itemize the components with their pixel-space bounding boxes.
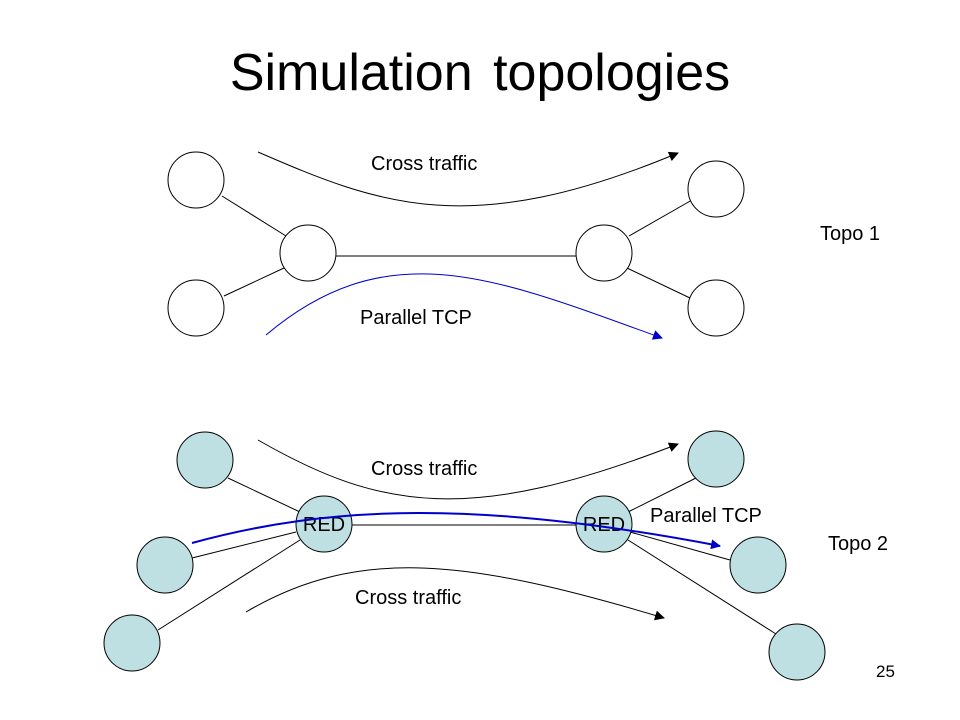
topo2-source-node-top	[176, 431, 234, 489]
topo2-source-node-bottom	[103, 614, 161, 672]
topo2-link-left-middle	[191, 531, 297, 559]
topo2-link-left-bottom	[157, 539, 301, 631]
topo1-source-node-bottom	[167, 279, 225, 337]
topo2-sink-node-top	[687, 430, 745, 488]
topo1-group: Cross traffic Parallel TCP Topo 1	[167, 151, 880, 340]
topo2-red-router-right-label: RED	[583, 514, 625, 536]
topo2-parallel-tcp-label: Parallel TCP	[650, 505, 762, 527]
topo1-sink-node-bottom	[687, 279, 745, 337]
topo2-link-right-middle	[629, 531, 731, 561]
topo1-router-left	[279, 224, 337, 282]
topo1-sink-node-top	[687, 160, 745, 218]
topo2-link-right-top	[627, 477, 697, 513]
topo1-parallel-tcp-label: Parallel TCP	[360, 307, 472, 329]
topo1-link-right-top	[628, 199, 693, 237]
topo2-name-label: Topo 2	[828, 533, 888, 555]
topo1-source-node-top	[167, 151, 225, 209]
topo2-cross-traffic-top-label: Cross traffic	[371, 458, 477, 480]
topo1-link-left-bottom	[223, 267, 285, 297]
topo2-group: RED RED Cross traffic Parallel TCP Cross…	[103, 430, 888, 681]
topo2-link-left-top	[227, 477, 301, 513]
topo2-cross-traffic-top-arrow	[257, 439, 679, 500]
topo1-link-right-bottom	[626, 267, 691, 299]
topo2-source-node-middle	[136, 536, 194, 594]
topo2-sink-node-middle	[729, 536, 787, 594]
topo1-cross-traffic-arrow	[257, 151, 679, 207]
topo2-cross-traffic-bottom-label: Cross traffic	[355, 587, 461, 609]
slide-title: Simulation topologies	[229, 44, 731, 102]
topo1-router-right	[575, 224, 633, 282]
topo1-parallel-tcp-arrow	[265, 273, 663, 340]
topo2-sink-node-bottom	[768, 623, 826, 681]
topo2-link-right-bottom	[627, 539, 777, 635]
topo2-red-router-left	[295, 495, 353, 553]
topo2-parallel-tcp-arrow	[191, 512, 721, 550]
topo1-name-label: Topo 1	[820, 223, 880, 245]
topo1-link-left-top	[221, 195, 287, 237]
topo2-cross-traffic-bottom-arrow	[245, 567, 665, 621]
slide-number: 25	[876, 662, 895, 681]
topo1-cross-traffic-label: Cross traffic	[371, 153, 477, 175]
